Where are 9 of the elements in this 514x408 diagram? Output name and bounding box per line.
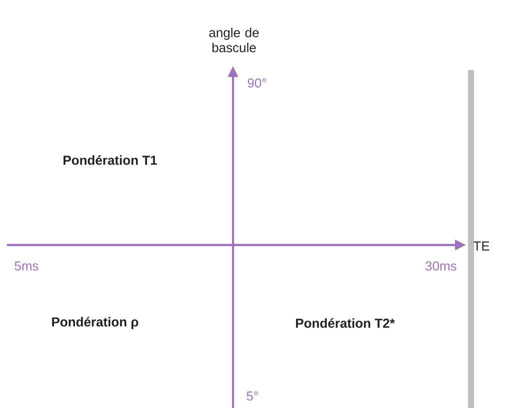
tick-label: 5ms bbox=[14, 261, 38, 271]
quadrant-label: Pondération T2* bbox=[296, 318, 395, 328]
quadrant-label: Pondération ρ bbox=[52, 316, 138, 330]
axis-title: TE bbox=[474, 242, 490, 250]
quadrant-label: Pondération T1 bbox=[64, 155, 157, 165]
axis-title: angle de bascule bbox=[209, 28, 259, 52]
tick-label: 90° bbox=[248, 78, 266, 88]
tick-label: 30ms bbox=[426, 261, 456, 271]
tick-label: 5° bbox=[246, 391, 258, 401]
